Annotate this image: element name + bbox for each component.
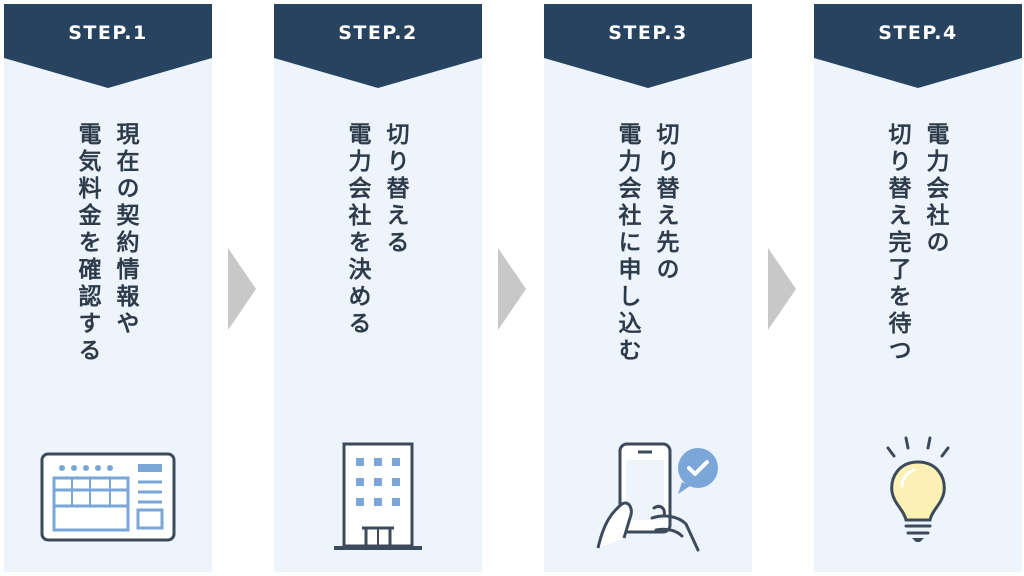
step-banner-4: STEP.4 (814, 4, 1022, 88)
banner-shape (544, 4, 752, 88)
step-card-3: STEP.3 切り替え先の 電力会社に申し込む (544, 4, 752, 572)
banner-shape (814, 4, 1022, 88)
step-label-4: STEP.4 (878, 22, 958, 44)
step-description-4: 電力会社の 切り替え完了を待つ (878, 122, 954, 432)
step-line: 現在の契約情報や (112, 122, 138, 338)
step-line: 切り替え先の (652, 122, 678, 284)
arrow-right-icon (768, 248, 796, 330)
step-line: 切り替え完了を待つ (884, 122, 910, 365)
step-banner-3: STEP.3 (544, 4, 752, 88)
step-banner-1: STEP.1 (4, 4, 212, 88)
step-label-2: STEP.2 (338, 22, 418, 44)
step-line: 電力会社に申し込む (614, 122, 640, 365)
step-card-1: STEP.1 現在の契約情報や 電気料金を確認する (4, 4, 212, 572)
step-line: 切り替える (382, 122, 408, 257)
smartphone-check-icon (596, 442, 718, 552)
step-line: 電力会社を決める (344, 122, 370, 338)
lightbulb-icon (886, 436, 950, 542)
banner-shape (4, 4, 212, 88)
step-card-4: STEP.4 電力会社の 切り替え完了を待つ (814, 4, 1022, 572)
step-label-1: STEP.1 (68, 22, 148, 44)
document-form-icon (40, 452, 176, 542)
arrow-right-icon (228, 248, 256, 330)
step-banner-2: STEP.2 (274, 4, 482, 88)
step-description-1: 現在の契約情報や 電気料金を確認する (68, 122, 144, 432)
step-card-2: STEP.2 切り替える 電力会社を決める (274, 4, 482, 572)
banner-shape (274, 4, 482, 88)
office-building-icon (334, 442, 422, 550)
step-line: 電力会社の (922, 122, 948, 257)
step-description-3: 切り替え先の 電力会社に申し込む (608, 122, 684, 432)
arrow-right-icon (498, 248, 526, 330)
step-description-2: 切り替える 電力会社を決める (338, 122, 414, 432)
step-line: 電気料金を確認する (74, 122, 100, 365)
step-label-3: STEP.3 (608, 22, 688, 44)
